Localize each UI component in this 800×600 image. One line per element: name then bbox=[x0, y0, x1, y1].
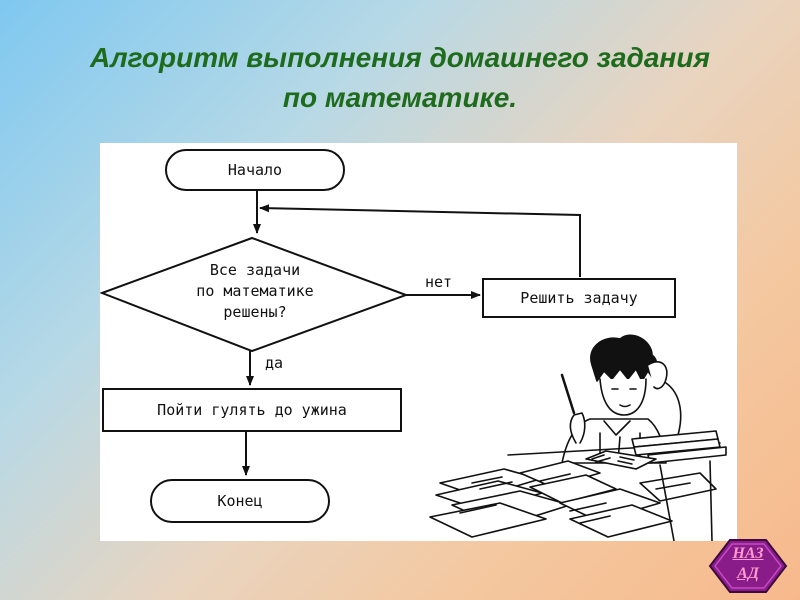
back-label-line2: АД bbox=[737, 565, 759, 582]
back-label-line1: НАЗ bbox=[732, 545, 764, 562]
back-button[interactable]: НАЗ АД bbox=[708, 538, 788, 594]
loop-back-arrow bbox=[259, 204, 581, 277]
back-button-label: НАЗ АД bbox=[708, 544, 788, 584]
flowchart-diagram: Начало Все задачи по математике решены? … bbox=[100, 149, 727, 541]
slide-title: Алгоритм выполнения домашнего задания по… bbox=[0, 38, 800, 118]
no-label: нет bbox=[425, 273, 452, 291]
decision-diamond bbox=[100, 236, 409, 353]
end-label: Конец bbox=[217, 492, 262, 510]
end-terminator bbox=[150, 479, 330, 523]
boy-homework-illustration bbox=[429, 334, 727, 541]
walk-box bbox=[102, 388, 402, 432]
solve-task-box bbox=[482, 278, 676, 318]
solve-task-label: Решить задачу bbox=[520, 289, 637, 307]
back-button-shape bbox=[708, 539, 788, 593]
decision-line3: решены? bbox=[223, 303, 286, 321]
start-terminator bbox=[165, 149, 345, 191]
decision-line1: Все задачи bbox=[210, 261, 300, 279]
decision-line2: по математике bbox=[196, 282, 313, 300]
slide-title-line1: Алгоритм выполнения домашнего задания bbox=[90, 42, 710, 73]
flowchart-panel: Начало Все задачи по математике решены? … bbox=[100, 143, 737, 541]
start-label: Начало bbox=[228, 161, 282, 179]
yes-label: да bbox=[265, 354, 283, 372]
walk-label: Пойти гулять до ужина bbox=[157, 401, 347, 419]
slide-title-line2: по математике. bbox=[282, 82, 518, 113]
